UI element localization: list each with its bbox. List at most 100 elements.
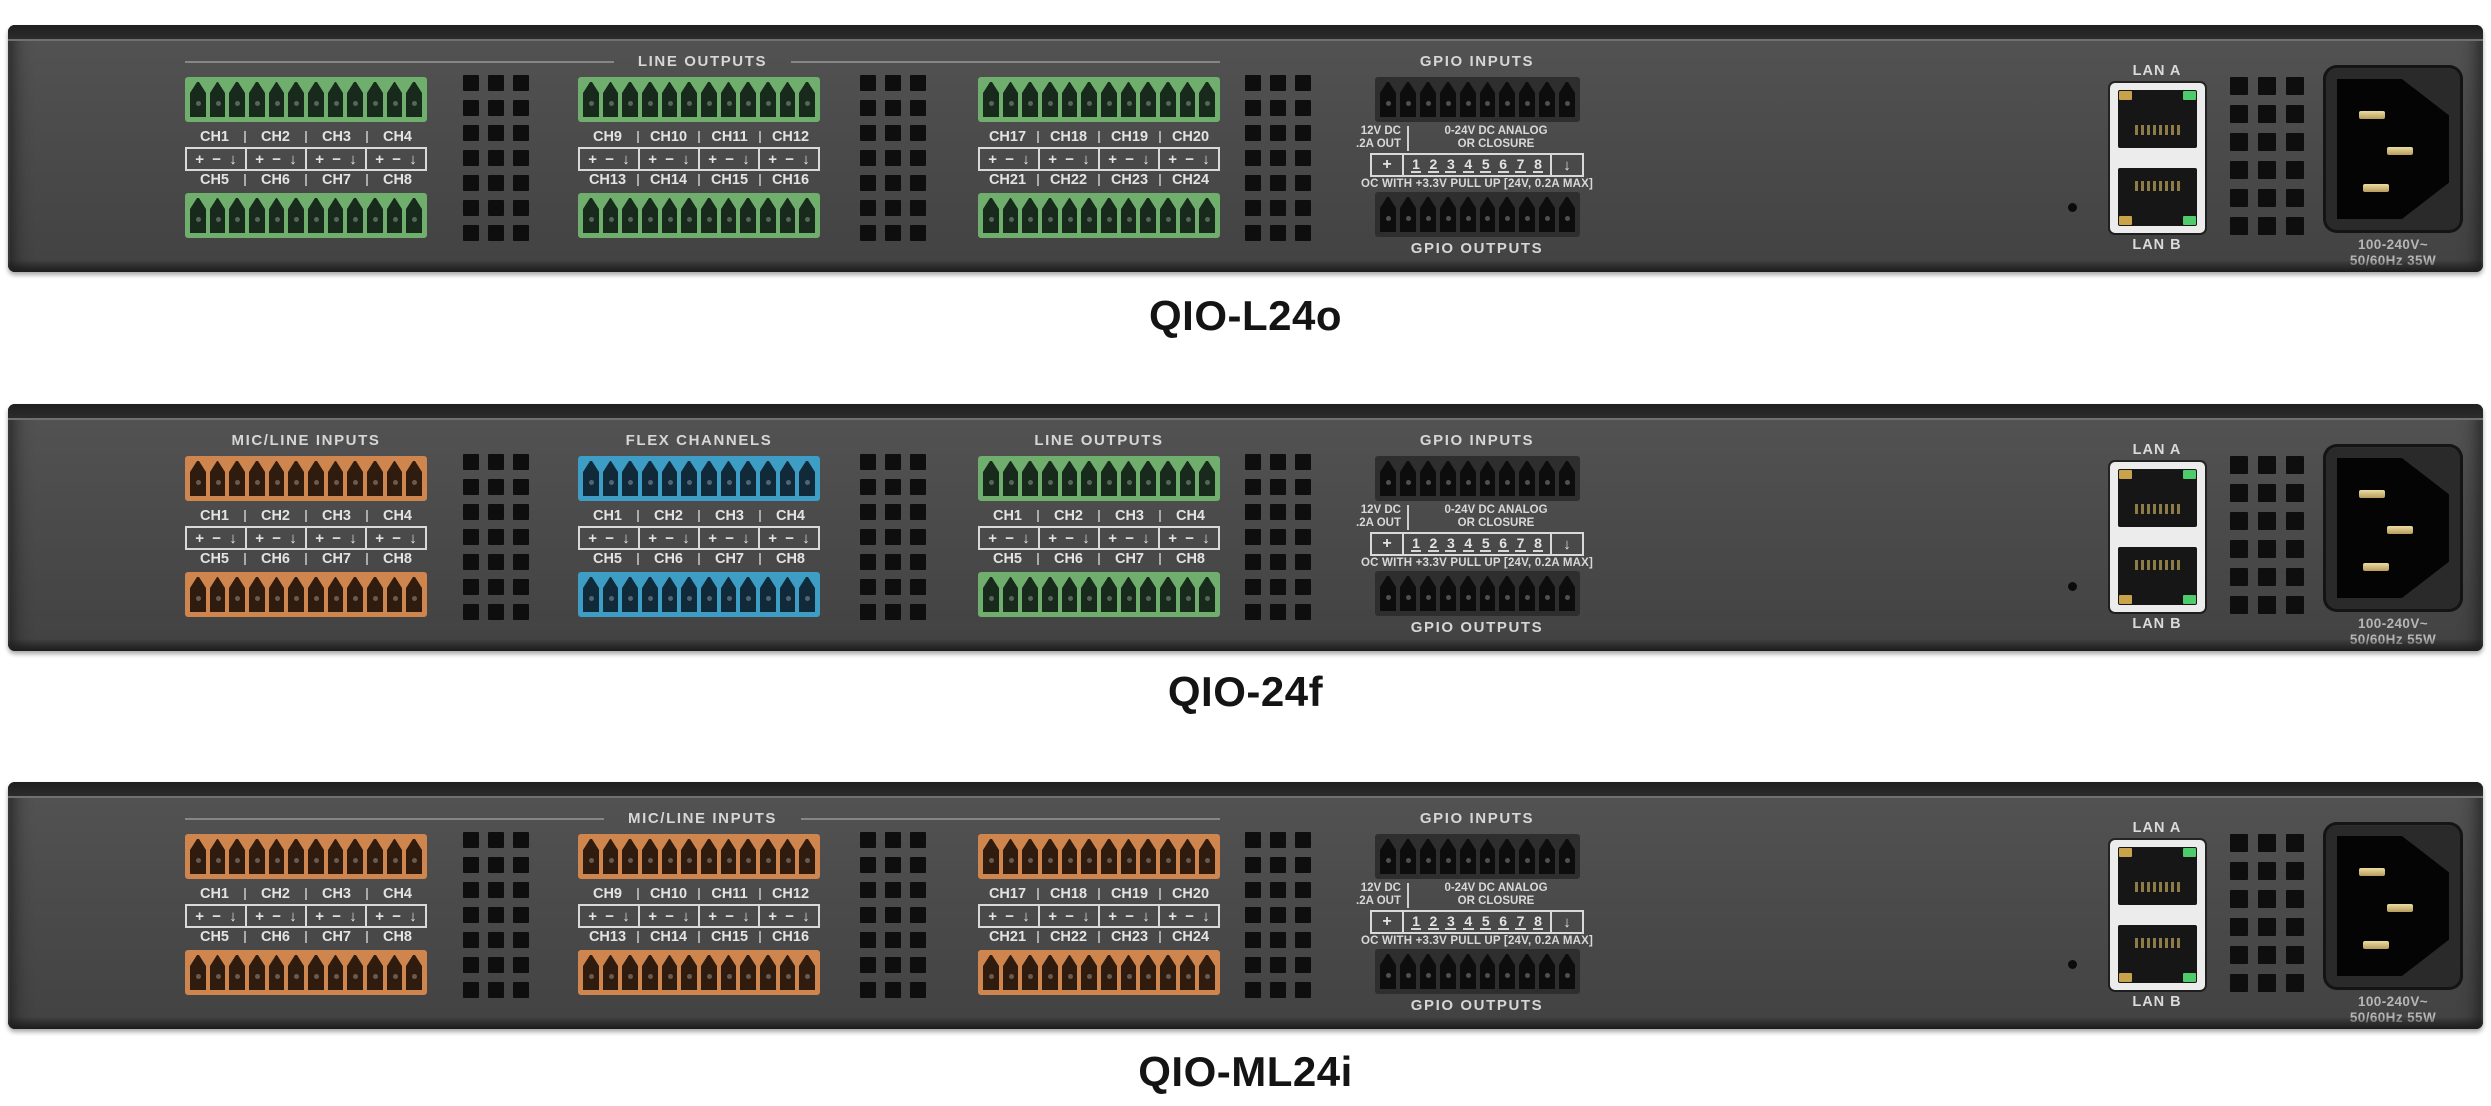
terminal-pin xyxy=(1539,461,1560,496)
vent-hole xyxy=(2230,77,2248,95)
vent-hole xyxy=(910,932,926,948)
vent-hole xyxy=(885,100,901,116)
ground-symbol: ↓ xyxy=(802,150,810,168)
gpio-pin-number: 3 xyxy=(1445,912,1457,930)
terminal-pin xyxy=(1499,461,1520,496)
label-divider xyxy=(1098,131,1100,143)
terminal-pin xyxy=(1061,839,1082,874)
pin-socket xyxy=(215,974,221,979)
vent-hole xyxy=(1245,604,1261,620)
terminal-block-top-orange xyxy=(578,834,820,879)
channel-label: CH13 xyxy=(588,929,627,945)
vent-hole xyxy=(1245,529,1261,545)
pin-socket xyxy=(1087,596,1093,601)
polarity-cell: +−↓ xyxy=(760,149,818,169)
label-divider xyxy=(1098,888,1100,900)
channel-label: CH18 xyxy=(1049,129,1088,145)
power-rating-line2: 50/60Hz 55W xyxy=(2349,632,2437,647)
vent-hole xyxy=(488,100,504,116)
terminal-pin xyxy=(1199,82,1215,117)
pin-socket xyxy=(988,217,994,222)
terminal-pin xyxy=(229,82,250,117)
terminal-pin xyxy=(983,461,1003,496)
gpio-12v-out-line2: .2A OUT xyxy=(1356,895,1401,907)
vent-hole xyxy=(463,982,479,998)
vent-hole xyxy=(463,75,479,91)
pin-socket xyxy=(706,974,712,979)
terminal-pin xyxy=(406,955,422,990)
vent-hole xyxy=(2286,512,2304,530)
vent-hole xyxy=(1245,150,1261,166)
channel-label: CH9 xyxy=(592,886,622,902)
terminal-pin xyxy=(983,955,1003,990)
vent-grille xyxy=(463,75,529,241)
vent-hole xyxy=(1295,150,1311,166)
terminal-pin xyxy=(308,955,328,990)
pin-socket xyxy=(372,217,378,222)
terminal-pin xyxy=(1439,839,1460,874)
pin-socket xyxy=(313,217,319,222)
pin-socket xyxy=(726,596,732,601)
pin-socket xyxy=(353,596,359,601)
vent-hole xyxy=(1295,504,1311,520)
terminal-pin xyxy=(229,461,250,496)
label-divider xyxy=(637,131,639,143)
link-led-amber xyxy=(2119,973,2132,982)
vent-grille xyxy=(860,832,926,998)
vent-hole xyxy=(1245,932,1261,948)
vent-hole xyxy=(2258,189,2276,207)
polarity-cell: +−↓ xyxy=(1100,528,1160,548)
pin-socket xyxy=(765,596,771,601)
vent-hole xyxy=(2258,456,2276,474)
channel-label: CH19 xyxy=(1110,129,1149,145)
terminal-pin xyxy=(681,577,702,612)
minus-symbol: − xyxy=(1125,150,1134,168)
vent-grille xyxy=(463,454,529,620)
pin-socket xyxy=(1485,858,1491,863)
lan-a-label: LAN A xyxy=(2132,63,2182,79)
link-led-amber xyxy=(2119,470,2132,479)
minus-symbol: − xyxy=(605,529,614,547)
terminal-pin xyxy=(720,955,741,990)
vent-hole xyxy=(2230,189,2248,207)
vent-hole xyxy=(1295,579,1311,595)
vent-hole xyxy=(1270,100,1286,116)
gpio-pin-number: 4 xyxy=(1462,155,1474,173)
vent-hole xyxy=(463,832,479,848)
vent-hole xyxy=(2230,217,2248,235)
terminal-pin xyxy=(1160,577,1180,612)
lan-b-label: LAN B xyxy=(2132,237,2182,253)
vent-hole xyxy=(860,125,876,141)
terminal-pin xyxy=(1160,955,1180,990)
pin-socket xyxy=(647,480,653,485)
label-divider xyxy=(759,174,761,186)
terminal-pin xyxy=(1539,197,1560,232)
vent-hole xyxy=(910,175,926,191)
polarity-cell: +−↓ xyxy=(580,528,640,548)
vent-hole xyxy=(2230,161,2248,179)
pin-socket xyxy=(785,858,791,863)
terminal-pin xyxy=(1061,461,1082,496)
vent-hole xyxy=(488,200,504,216)
terminal-pin xyxy=(779,955,800,990)
terminal-pin xyxy=(1061,955,1082,990)
vent-hole xyxy=(488,579,504,595)
vent-hole xyxy=(1295,200,1311,216)
vent-hole xyxy=(1295,957,1311,973)
pin-socket xyxy=(1008,858,1014,863)
plus-symbol: + xyxy=(588,150,597,168)
minus-symbol: − xyxy=(785,150,794,168)
vent-hole xyxy=(2286,890,2304,908)
vent-hole xyxy=(1245,454,1261,470)
terminal-pin xyxy=(1439,954,1460,989)
pin-socket xyxy=(1028,480,1034,485)
gpio-pin-number: 8 xyxy=(1532,155,1544,173)
plus-symbol: + xyxy=(1048,907,1057,925)
channel-label: CH10 xyxy=(649,886,688,902)
pin-socket xyxy=(195,596,201,601)
